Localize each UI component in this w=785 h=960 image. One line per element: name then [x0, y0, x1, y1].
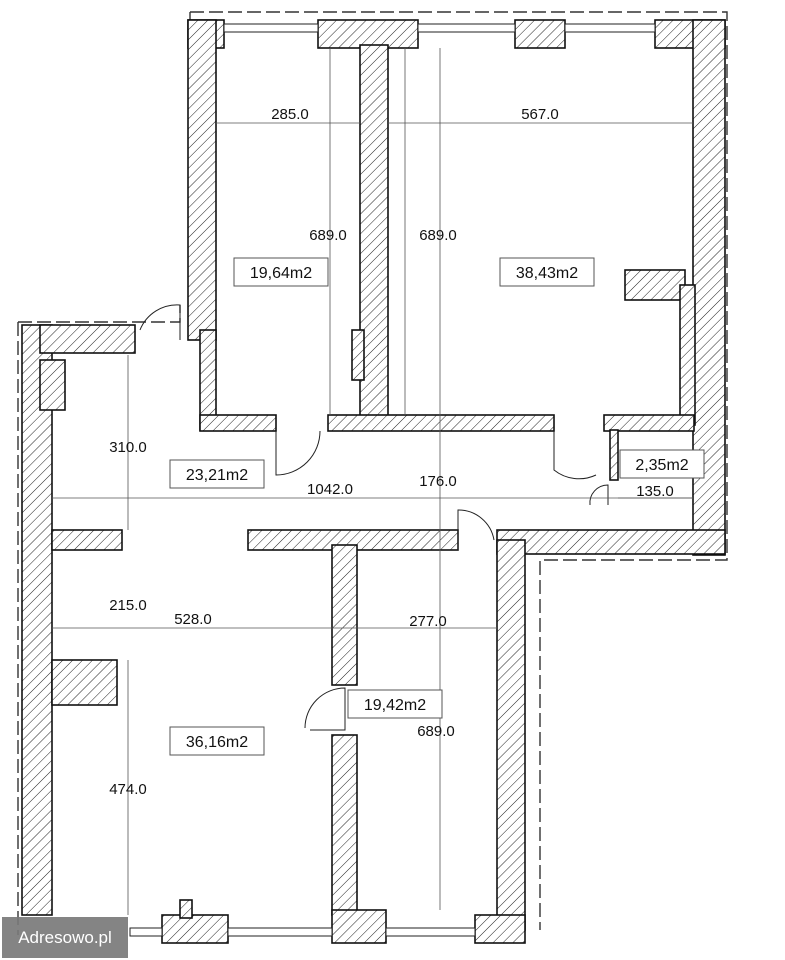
- room-area-6: 36,16m2: [169, 726, 265, 756]
- dim-label: 689.0: [419, 227, 457, 244]
- room-area-4: 2,35m2: [619, 449, 705, 479]
- building-outline: [17, 11, 728, 935]
- dimension-lines: [52, 48, 693, 915]
- area-labels: 19,64m2 38,43m2 23,21m2 2,35m2 19,42m2 3…: [169, 257, 705, 756]
- dim-label: 135.0: [636, 483, 674, 500]
- room-area-3: 23,21m2: [169, 459, 265, 489]
- dim-label: 215.0: [109, 597, 147, 614]
- svg-text:38,43m2: 38,43m2: [516, 265, 578, 282]
- dim-label: 689.0: [309, 227, 347, 244]
- dim-label: 176.0: [419, 473, 457, 490]
- dim-label: 474.0: [109, 781, 147, 798]
- svg-text:23,21m2: 23,21m2: [186, 467, 248, 484]
- svg-text:36,16m2: 36,16m2: [186, 734, 248, 751]
- svg-text:2,35m2: 2,35m2: [635, 457, 688, 474]
- dim-label: 1042.0: [307, 481, 353, 498]
- dimension-labels: 285.0 567.0 689.0 689.0 310.0 1042.0 176…: [109, 106, 674, 798]
- dim-label: 285.0: [271, 106, 309, 123]
- watermark-logo: Adresowo.pl: [2, 917, 128, 958]
- dim-label: 277.0: [409, 613, 447, 630]
- doors: [139, 304, 609, 731]
- windows: [129, 23, 656, 937]
- svg-text:19,42m2: 19,42m2: [364, 697, 426, 714]
- dim-label: 689.0: [417, 723, 455, 740]
- walls: [21, 19, 726, 944]
- svg-text:19,64m2: 19,64m2: [250, 265, 312, 282]
- dim-label: 310.0: [109, 439, 147, 456]
- room-area-1: 19,64m2: [233, 257, 329, 287]
- dim-label: 528.0: [174, 611, 212, 628]
- room-area-5: 19,42m2: [347, 689, 443, 719]
- dim-label: 567.0: [521, 106, 559, 123]
- room-area-2: 38,43m2: [499, 257, 595, 287]
